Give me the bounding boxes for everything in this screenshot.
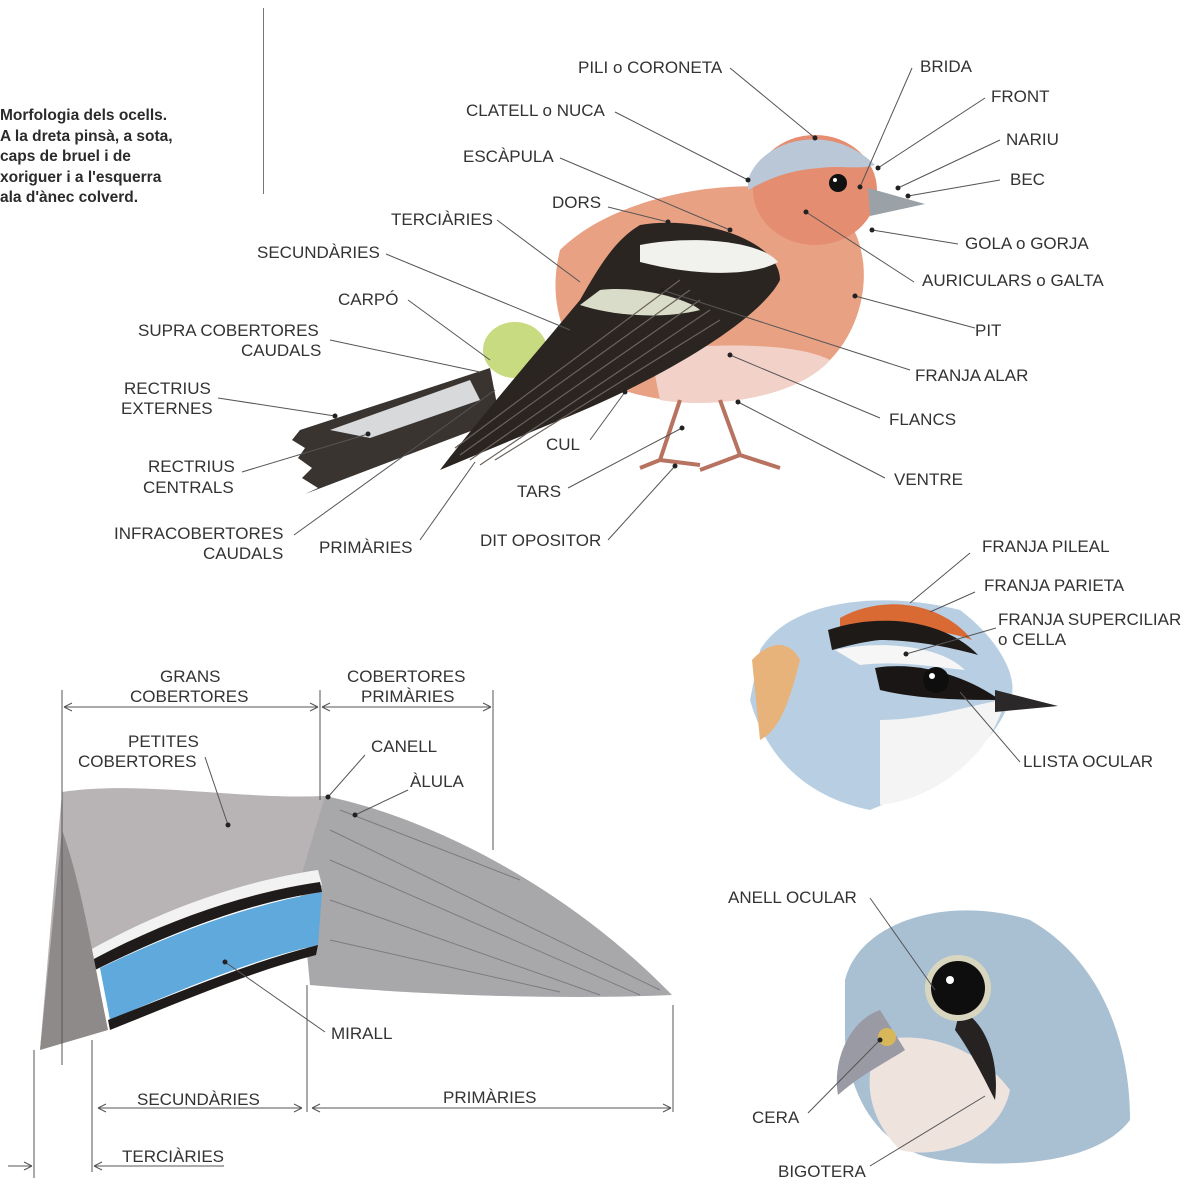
label-auriculars: AURICULARS o GALTA	[922, 271, 1104, 290]
label-wing-terciaries: TERCIÀRIES	[122, 1147, 224, 1166]
label-franja-parieta: FRANJA PARIETA	[984, 576, 1125, 595]
label-cobertores-primaries-2: PRIMÀRIES	[361, 687, 455, 706]
label-primaries: PRIMÀRIES	[319, 538, 413, 557]
label-escapula: ESCÀPULA	[463, 147, 554, 166]
label-petites-2: COBERTORES	[78, 752, 196, 771]
warbler-beak	[995, 690, 1058, 712]
warbler-eye	[923, 667, 949, 693]
label-petites: PETITES	[128, 732, 199, 751]
label-grans-2: COBERTORES	[130, 687, 248, 706]
label-alula: ÀLULA	[410, 772, 465, 791]
kestrel-cere	[878, 1028, 896, 1046]
duck-wing-illustration	[40, 788, 672, 1050]
label-carpo: CARPÓ	[338, 290, 398, 309]
label-tars: TARS	[517, 482, 561, 501]
label-dit-opositor: DIT OPOSITOR	[480, 531, 601, 550]
chaffinch-eye-highlight	[833, 178, 837, 182]
warbler-labels: FRANJA PILEAL FRANJA PARIETA FRANJA SUPE…	[982, 537, 1181, 771]
label-canell: CANELL	[371, 737, 437, 756]
label-flancs: FLANCS	[889, 410, 956, 429]
label-wing-secundaries: SECUNDÀRIES	[137, 1090, 260, 1109]
chaffinch-beak	[868, 188, 925, 216]
label-rectrius-externes-2: EXTERNES	[121, 399, 213, 418]
kestrel-eye-highlight	[946, 976, 954, 984]
chaffinch-legs	[640, 400, 780, 470]
label-grans: GRANS	[160, 667, 220, 686]
label-cera: CERA	[752, 1108, 800, 1127]
label-nariu: NARIU	[1006, 130, 1059, 149]
kestrel-eye	[931, 961, 985, 1015]
label-franja-alar: FRANJA ALAR	[915, 366, 1028, 385]
label-clatell: CLATELL o NUCA	[466, 101, 606, 120]
label-brida: BRIDA	[920, 57, 973, 76]
label-front: FRONT	[991, 87, 1050, 106]
label-secundaries: SECUNDÀRIES	[257, 243, 380, 262]
warbler-eye-highlight	[929, 673, 935, 679]
label-rectrius-centrals: RECTRIUS	[148, 457, 235, 476]
label-pili: PILI o CORONETA	[578, 58, 723, 77]
label-franja-superciliar: FRANJA SUPERCILIAR	[998, 610, 1181, 629]
label-mirall: MIRALL	[331, 1024, 392, 1043]
kestrel-head-illustration	[837, 910, 1130, 1163]
label-franja-pileal: FRANJA PILEAL	[982, 537, 1110, 556]
label-terciaries: TERCIÀRIES	[391, 210, 493, 229]
label-ventre: VENTRE	[894, 470, 963, 489]
label-rectrius-centrals-2: CENTRALS	[143, 478, 234, 497]
chaffinch-eye	[829, 174, 847, 192]
chaffinch-illustration	[292, 135, 925, 494]
label-rectrius-externes: RECTRIUS	[124, 379, 211, 398]
label-infracobertores-2: CAUDALS	[203, 544, 283, 563]
label-anell-ocular: ANELL OCULAR	[728, 888, 857, 907]
duck-wing-primaries	[300, 796, 672, 997]
label-supra: SUPRA COBERTORES	[138, 321, 319, 340]
label-supra-2: CAUDALS	[241, 341, 321, 360]
label-cobertores-primaries: COBERTORES	[347, 667, 465, 686]
label-pit: PIT	[975, 321, 1001, 340]
label-dors: DORS	[552, 193, 601, 212]
label-bec: BEC	[1010, 170, 1045, 189]
label-cul: CUL	[546, 435, 580, 454]
label-llista-ocular: LLISTA OCULAR	[1023, 752, 1153, 771]
label-infracobertores: INFRACOBERTORES	[114, 524, 283, 543]
label-franja-superciliar-2: o CELLA	[998, 630, 1067, 649]
label-bigotera: BIGOTERA	[778, 1162, 867, 1181]
label-wing-primaries: PRIMÀRIES	[443, 1088, 537, 1107]
label-gola: GOLA o GORJA	[965, 234, 1089, 253]
